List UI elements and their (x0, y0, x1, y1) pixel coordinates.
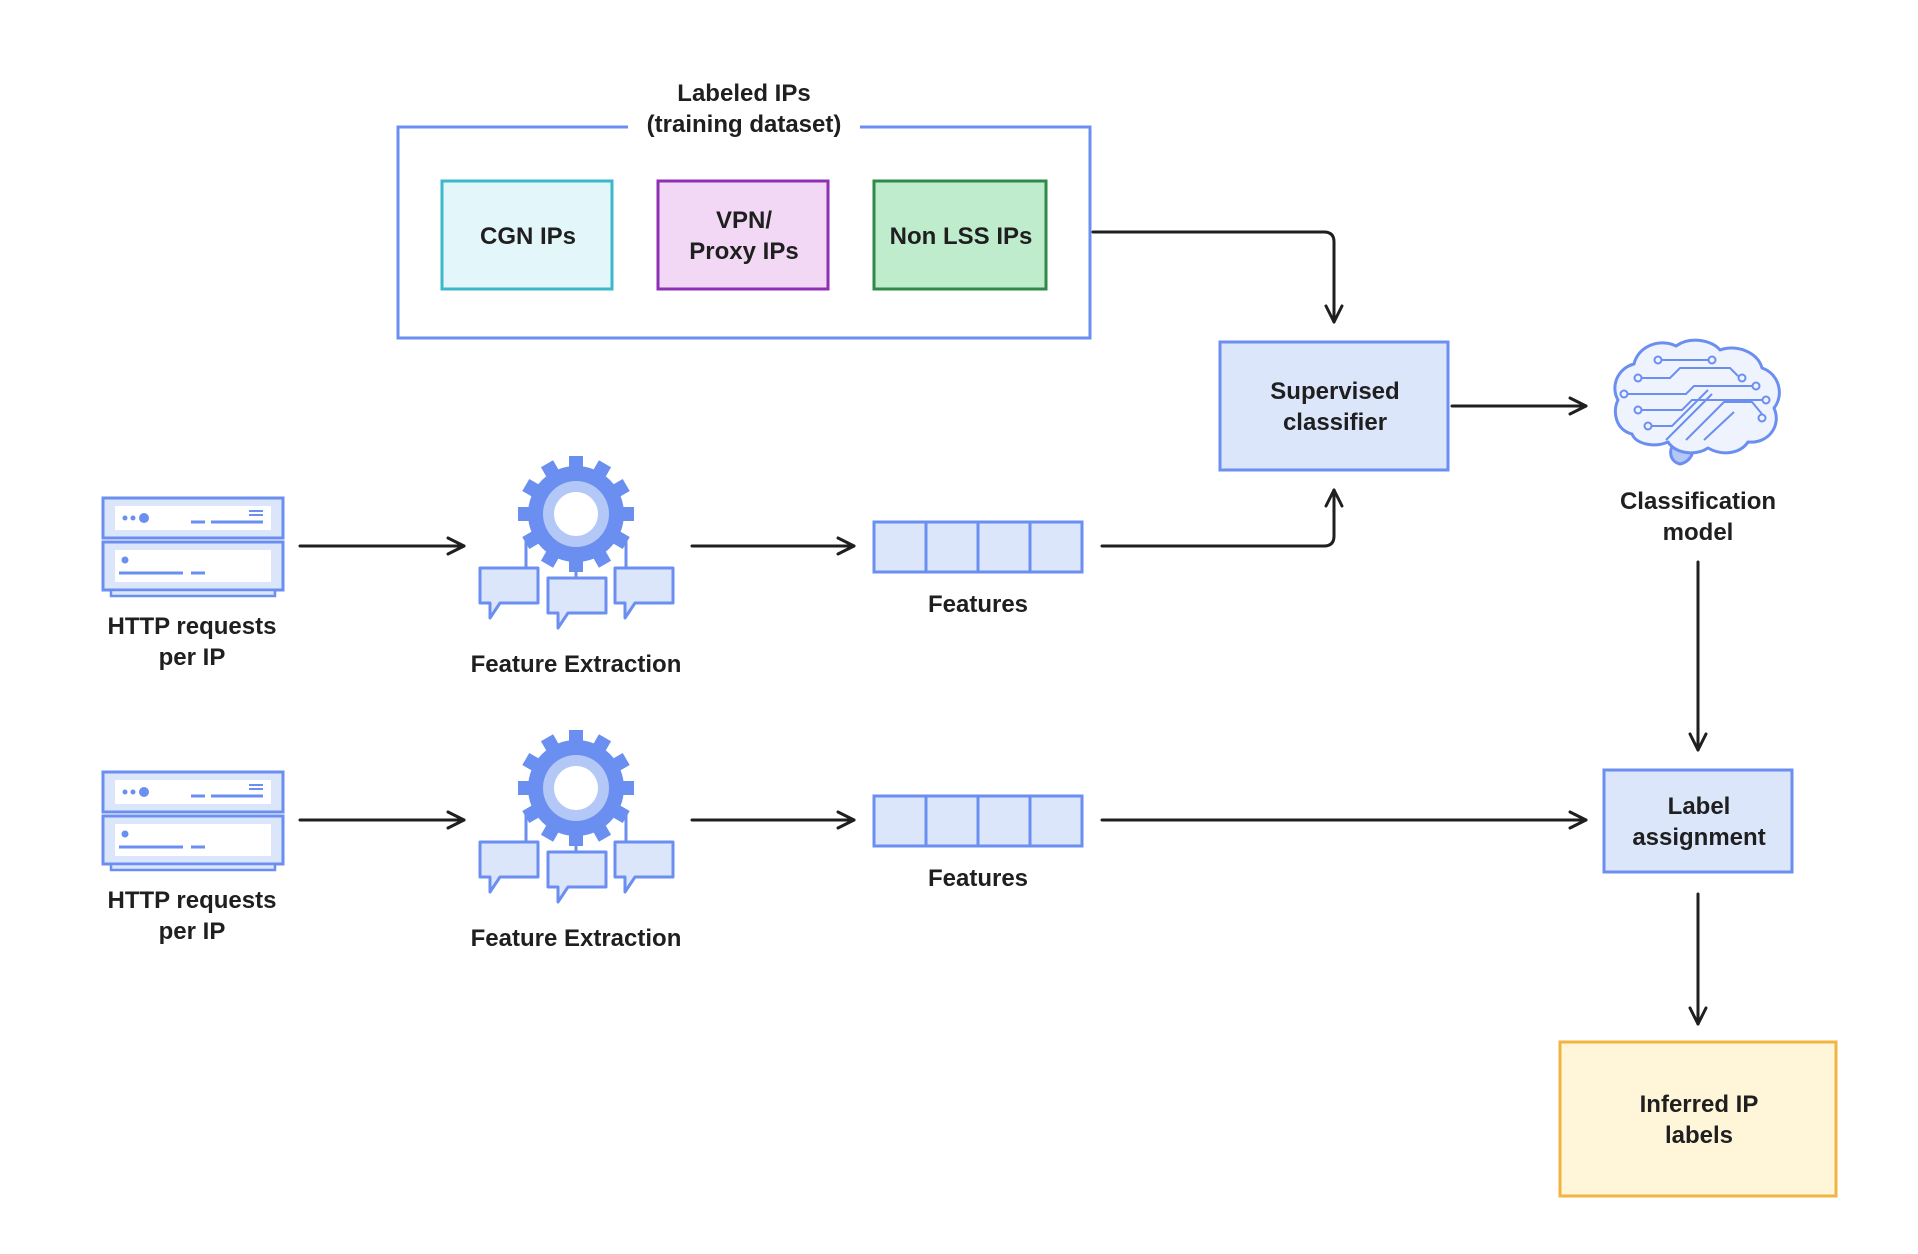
inferred-ip-labels-box (1558, 1040, 1838, 1198)
feature-extraction-label: Feature Extraction (470, 925, 682, 952)
supervised-classifier-box (1218, 340, 1450, 472)
http-requests-label: HTTP requests per IP (107, 613, 277, 671)
training-dataset-title: Labeled IPs (training dataset) (646, 80, 842, 138)
arrow-training-to-classifier (1091, 230, 1344, 324)
label-assignment-label: Label assignment (1632, 793, 1766, 851)
training-dataset-group (396, 125, 1092, 340)
classification-model-label: Classification model (1619, 488, 1777, 546)
non-lss-ips-label: Non LSS IPs (889, 222, 1033, 250)
features-vector (872, 794, 1084, 848)
brain-circuit-icon (1613, 338, 1781, 466)
server-icon (101, 770, 285, 872)
server-icon (101, 496, 285, 598)
features-label: Features (927, 865, 1029, 892)
features-vector (872, 520, 1084, 574)
vpn-proxy-ips-label: VPN/ Proxy IPs (689, 207, 799, 265)
arrow-features-to-classifier (1100, 488, 1344, 548)
non-lss-ips-box (872, 179, 1048, 291)
inferred-ip-labels-label: Inferred IP labels (1639, 1091, 1759, 1149)
cgn-ips-label: CGN IPs (479, 222, 577, 250)
gear-icon (478, 454, 675, 630)
label-assignment-box (1602, 768, 1794, 874)
cgn-ips-box (440, 179, 614, 291)
http-requests-label: HTTP requests per IP (107, 887, 277, 945)
vpn-proxy-ips-box (656, 179, 830, 291)
feature-extraction-label: Feature Extraction (470, 651, 682, 678)
supervised-classifier-label: Supervised classifier (1270, 378, 1400, 436)
features-label: Features (927, 591, 1029, 618)
gear-icon (478, 728, 675, 904)
